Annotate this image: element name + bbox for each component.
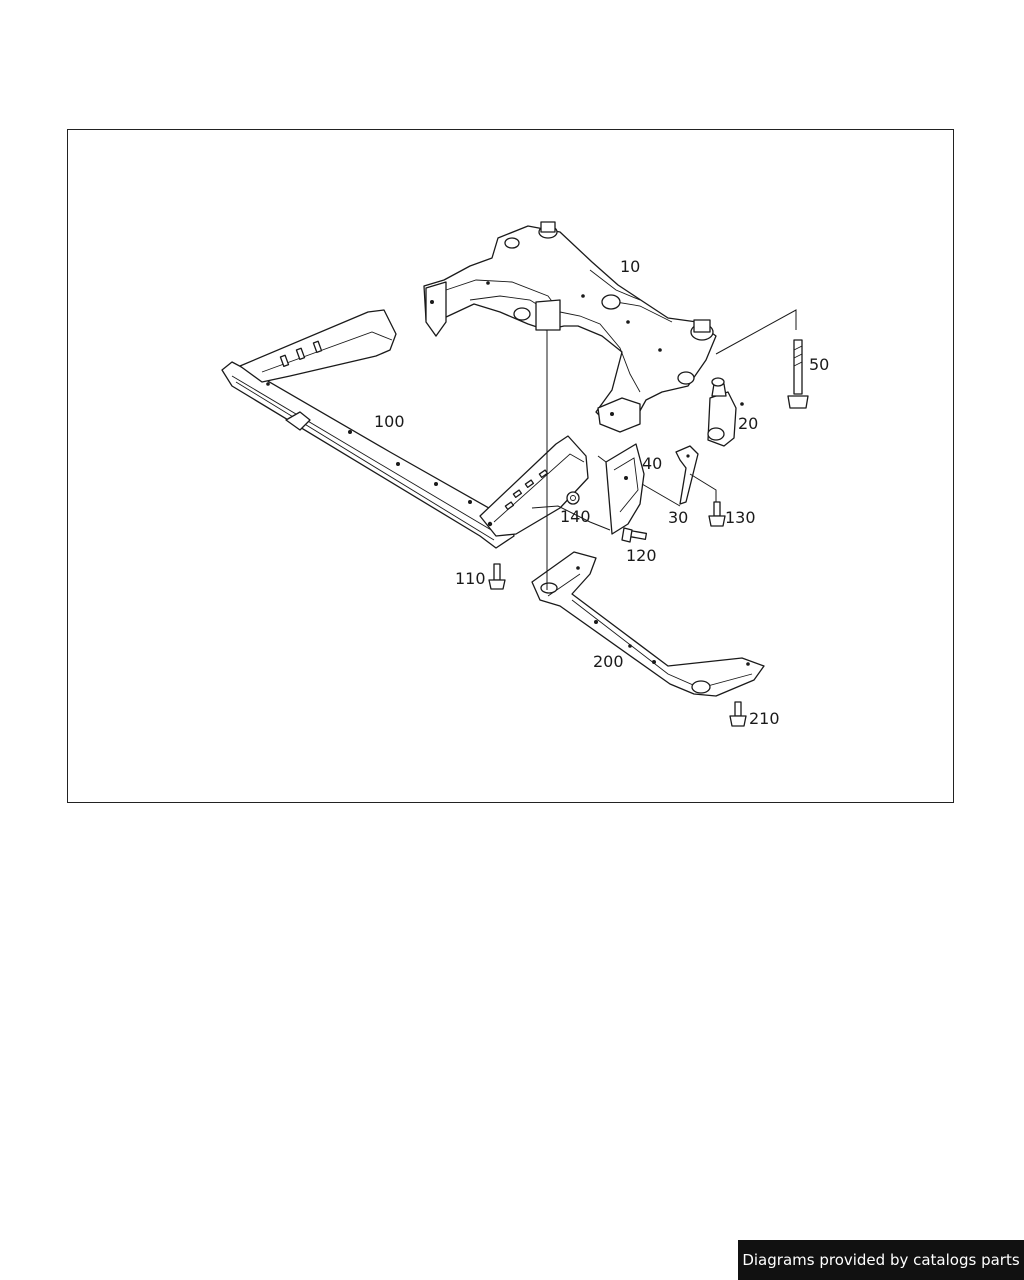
diagram-frame [67, 129, 954, 803]
callout-130: 130 [725, 508, 756, 527]
bolt-part-120[interactable] [621, 527, 648, 543]
callout-210: 210 [749, 709, 780, 728]
mount-bracket-part-20[interactable] [707, 377, 744, 447]
callout-100: 100 [374, 412, 405, 431]
callout-20: 20 [738, 414, 758, 433]
callout-200: 200 [593, 652, 624, 671]
callout-30: 30 [668, 508, 688, 527]
callout-120: 120 [626, 546, 657, 565]
bolt-part-130[interactable] [708, 501, 726, 527]
callout-10: 10 [620, 257, 640, 276]
plate-part-40[interactable] [605, 443, 645, 535]
bolt-part-50[interactable] [787, 339, 809, 409]
callout-labels: 10 50 20 100 40 140 30 130 120 110 200 2… [374, 257, 829, 728]
cross-member-part-100[interactable] [221, 309, 589, 549]
leader-lines [531, 309, 797, 590]
callout-140: 140 [560, 507, 591, 526]
callout-40: 40 [642, 454, 662, 473]
nut-part-140[interactable] [566, 491, 580, 505]
tie-bar-part-200[interactable] [531, 551, 765, 697]
watermark-banner: Diagrams provided by catalogs parts [738, 1240, 1024, 1280]
bolt-part-110[interactable] [488, 563, 506, 590]
callout-110: 110 [455, 569, 486, 588]
bolt-part-210[interactable] [729, 701, 747, 727]
bracket-part-30[interactable] [675, 445, 699, 505]
subframe-part-10[interactable] [423, 221, 717, 433]
callout-50: 50 [809, 355, 829, 374]
